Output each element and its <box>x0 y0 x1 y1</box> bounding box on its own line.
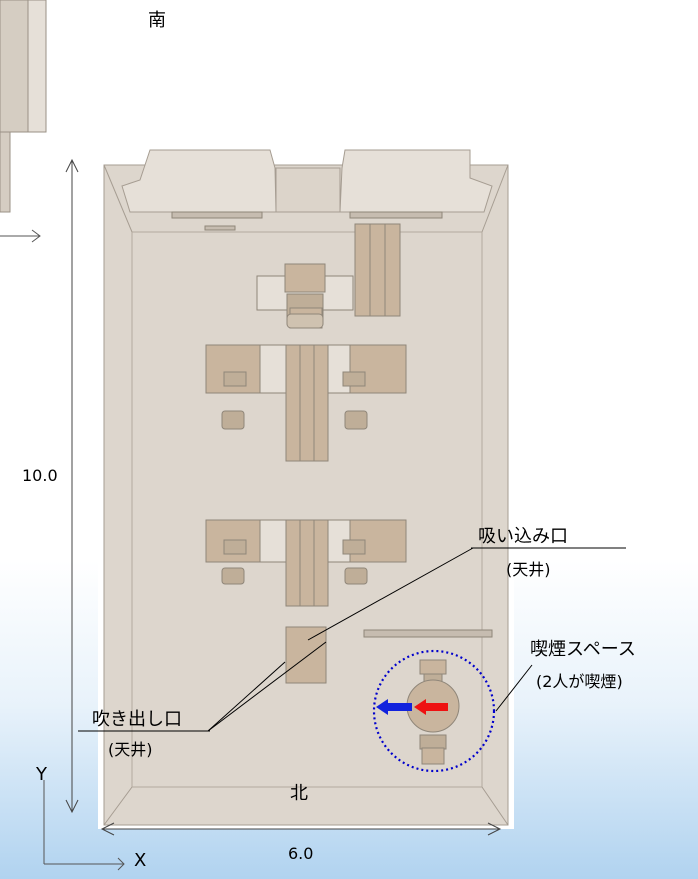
coordinate-axes <box>43 780 125 871</box>
outlet-sublabel: 天井 <box>108 742 153 758</box>
intake-sublabel: 天井 <box>506 562 551 578</box>
adjacent-room-fragment <box>0 0 47 243</box>
desk-cluster-1 <box>205 344 407 462</box>
south-label: 南 <box>148 10 166 31</box>
desk-cluster-2 <box>205 519 407 607</box>
dimension-height <box>65 158 79 814</box>
arrow-left-icon <box>376 699 412 715</box>
smoking-area-label: 喫煙スペース <box>530 639 636 660</box>
smoking-area-sublabel: 2人が喫煙 <box>536 674 623 690</box>
height-dimension-label: 10.0 <box>22 466 58 485</box>
dimension-width <box>100 822 502 836</box>
width-dimension-label: 6.0 <box>288 844 314 863</box>
axis-y-label: Y <box>36 764 47 785</box>
intake-label: 吸い込み口 <box>478 526 568 547</box>
shelf <box>363 629 493 638</box>
smoking-zone-circle <box>372 649 496 773</box>
north-label: 北 <box>290 783 308 804</box>
axis-x-label: X <box>134 850 147 871</box>
arrow-left-icon <box>414 699 448 715</box>
leader-lines <box>78 547 626 732</box>
furniture-top <box>256 223 401 329</box>
outlet-unit <box>285 626 327 684</box>
outlet-label: 吹き出し口 <box>92 709 182 730</box>
